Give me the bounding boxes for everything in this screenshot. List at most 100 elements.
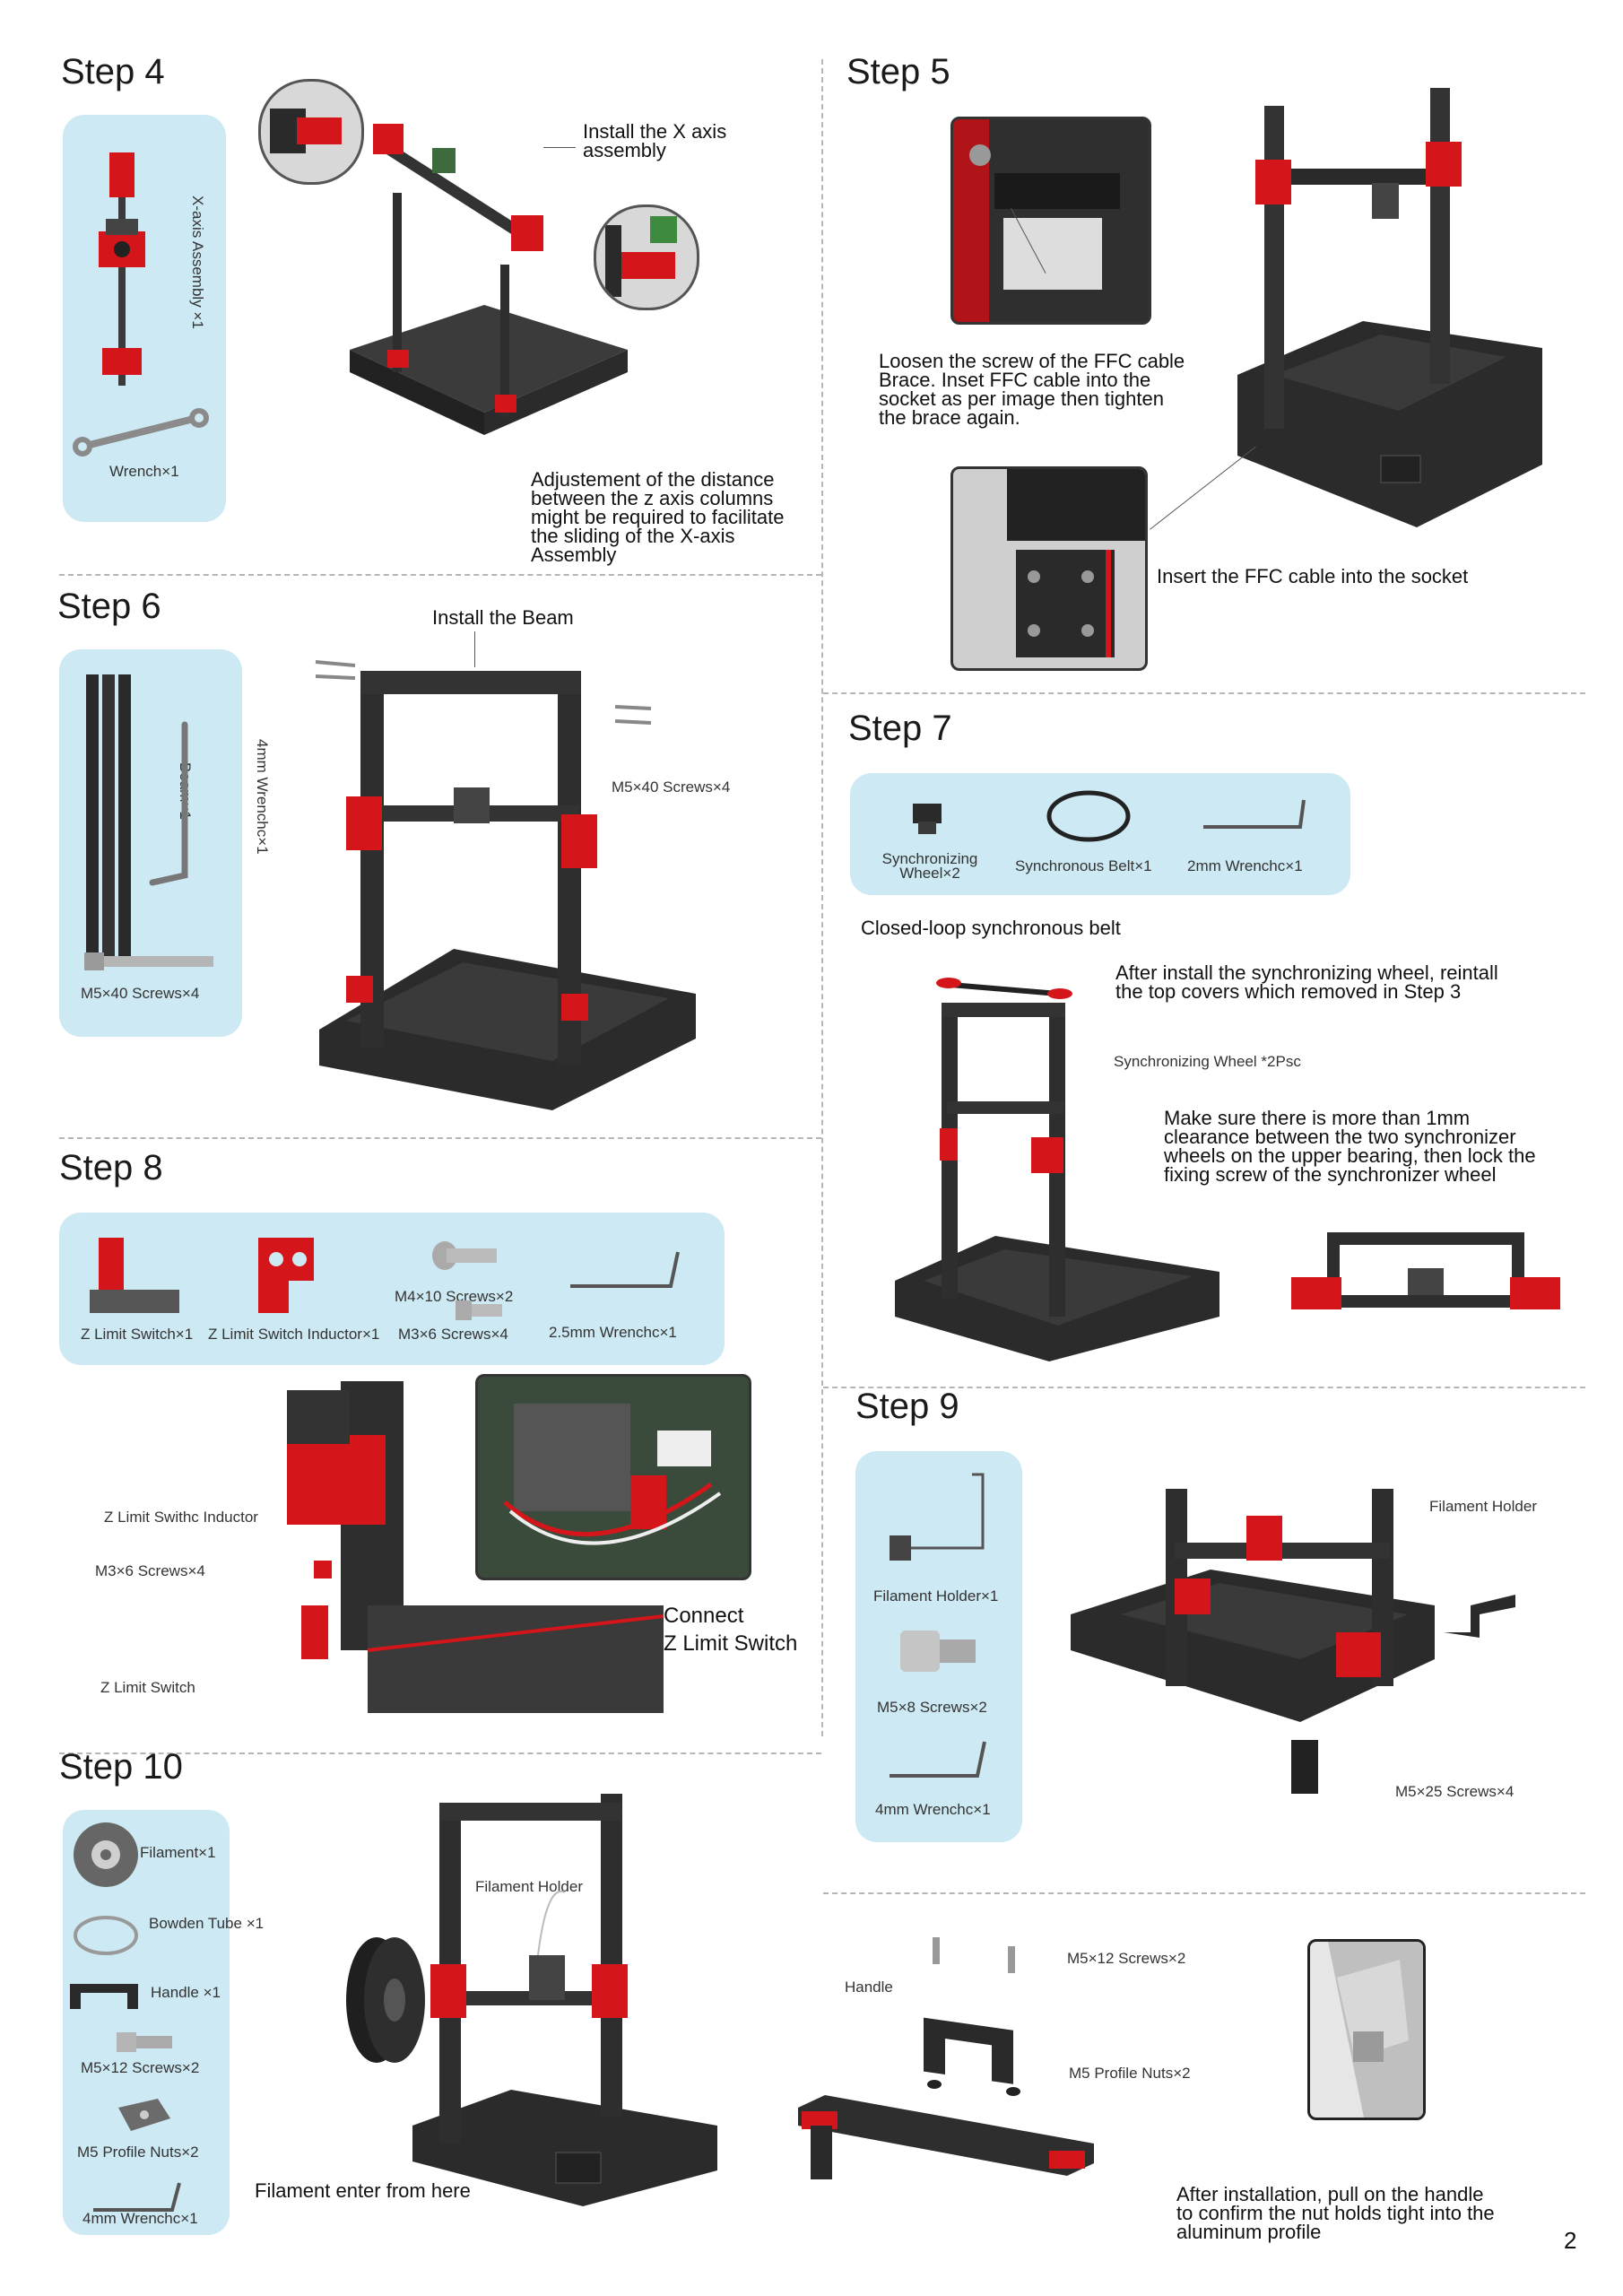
profile-nut-image [118,2099,170,2131]
step10-parts-panel: Filament×1 Bowden Tube ×1 Handle ×1 M5×1… [63,1810,264,2235]
divider-step4-6 [59,574,821,576]
step4-title: Step 4 [61,52,165,91]
step7-parts-panel: Synchronizing Wheel×2 Synchronous Belt×1… [850,773,1350,895]
step8-callout-switch: Z Limit Switch [100,1679,195,1696]
divider-step9-end [823,1892,1585,1894]
page-number: 2 [1564,2227,1577,2254]
m5x8-screw-image [900,1631,976,1672]
m5x40-screw-image [84,952,213,970]
z-limit-switch-image [90,1238,179,1313]
z-limit-inductor-label: Z Limit Switch Inductor×1 [208,1326,380,1343]
wrench-2mm-label: 2mm Wrenchc×1 [1187,857,1303,874]
m5x8-screw-label: M5×8 Screws×2 [877,1699,987,1716]
step5-printer-illustration [1237,88,1542,527]
step9-parts-panel: Filament Holder×1 M5×8 Screws×2 4mm Wren… [855,1451,1022,1842]
x-axis-assembly-image [99,152,145,386]
m5x12-screw-image [117,2032,172,2052]
step7-note-belt: Closed-loop synchronous belt [861,917,1121,939]
step5-photo-socket [950,466,1148,671]
step7-callout-wheel: Synchronizing Wheel *2Psc [1114,1053,1301,1070]
m3x6-screw-image [456,1300,502,1320]
step6-parts-panel: Beam×1 Beam×1 4mm Wrenchc×1 M5×40 Screws… [59,649,271,1037]
m4x10-screw-image [432,1241,497,1270]
divider-step5-7 [823,692,1585,694]
step8-title: Step 8 [59,1148,163,1187]
step9-callout-holder: Filament Holder [1429,1498,1537,1515]
wrench-2mm-image [1203,799,1306,829]
sync-wheel-label: Synchronizing Wheel×2 [881,850,978,882]
step10-callout-nuts: M5 Profile Nuts×2 [1069,2065,1191,2082]
z-limit-inductor-image [258,1238,314,1313]
step4-detail-left [258,79,364,185]
step10-callout-holder: Filament Holder [475,1878,583,1895]
wrench-4mm-image [149,721,188,886]
step7-title: Step 7 [848,709,952,748]
step10-photo-nut [1307,1939,1426,2120]
m5x12-screw-label: M5×12 Screws×2 [81,2059,200,2076]
profile-nut-label: M5 Profile Nuts×2 [77,2144,199,2161]
step5-photo-brace [950,117,1151,325]
divider-step6-8 [59,1137,821,1139]
wrench-2-5mm-image [570,1251,680,1288]
filament-image [74,1822,138,1887]
sync-wheel-image [913,804,942,834]
leader-install-x [543,147,576,148]
handle-install-illustration [798,1937,1094,2179]
step10-callout-handle: Handle [845,1979,893,1996]
bowden-tube-image [74,1916,138,1955]
wrench-4mm-9-image [890,1741,986,1778]
m4x10-screw-label: M4×10 Screws×2 [395,1288,514,1305]
x-axis-assembly-label: X-axis Assembly ×1 [189,196,206,329]
center-divider [821,59,823,1736]
wrench-4mm-9-label: 4mm Wrenchc×1 [875,1801,991,1818]
filament-holder-image [890,1473,985,1561]
wrench-2-5mm-label: 2.5mm Wrenchc×1 [549,1324,677,1341]
filament-label: Filament×1 [140,1844,216,1861]
divider-step8-10 [59,1752,821,1754]
step10-callout-screws: M5×12 Screws×2 [1067,1950,1186,1967]
step10-title: Step 10 [59,1747,183,1787]
wrench-label: Wrench×1 [109,463,179,480]
step4-detail-right [594,204,699,310]
sync-belt-label: Synchronous Belt×1 [1015,857,1152,874]
step7-note-after: After install the synchronizing wheel, r… [1115,961,1498,1003]
step9-callout-screws: M5×25 Screws×4 [1395,1783,1515,1800]
step9-printer-illustration [1071,1489,1515,1794]
step6-printer-illustration [315,660,696,1110]
step7-printer-illustration [895,978,1219,1361]
wrench-4mm-10-label: 4mm Wrenchc×1 [82,2210,198,2227]
sync-belt-image [1046,790,1131,842]
divider-step7-9 [823,1387,1585,1388]
step6-callout-screws: M5×40 Screws×4 [612,778,731,796]
step4-printer-illustration [350,124,628,435]
step5-title: Step 5 [846,52,950,91]
step8-photo-connect [475,1374,751,1580]
m5x40-screw-label: M5×40 Screws×4 [81,985,200,1002]
filament-holder-label: Filament Holder×1 [873,1587,999,1605]
step7-detail-illustration [1291,1232,1560,1309]
step6-note-install-beam: Install the Beam [432,606,574,629]
step9-title: Step 9 [855,1387,959,1426]
z-limit-switch-label: Z Limit Switch×1 [81,1326,194,1343]
handle-label: Handle ×1 [151,1984,221,2001]
step8-illustration [287,1381,664,1713]
step10-note-filament: Filament enter from here [255,2179,471,2202]
m3x6-screw-label: M3×6 Screws×4 [398,1326,508,1343]
step6-title: Step 6 [57,587,161,626]
step5-note-insert: Insert the FFC cable into the socket [1157,565,1469,587]
handle-image [70,1984,138,2009]
wrench-4mm-label: 4mm Wrenchc×1 [254,739,271,855]
beam-image [86,674,131,958]
step8-parts-panel: Z Limit Switch×1 Z Limit Switch Inductor… [59,1213,725,1365]
step8-callout-inductor: Z Limit Swithc Inductor [104,1509,258,1526]
step10-printer-illustration [346,1794,717,2206]
wrench-4mm-10-image [93,2182,181,2212]
bowden-tube-label: Bowden Tube ×1 [149,1915,265,1932]
step4-parts-panel: X-axis Assembly ×1 Wrench×1 [63,115,226,522]
step8-callout-screws: M3×6 Screws×4 [95,1562,205,1579]
